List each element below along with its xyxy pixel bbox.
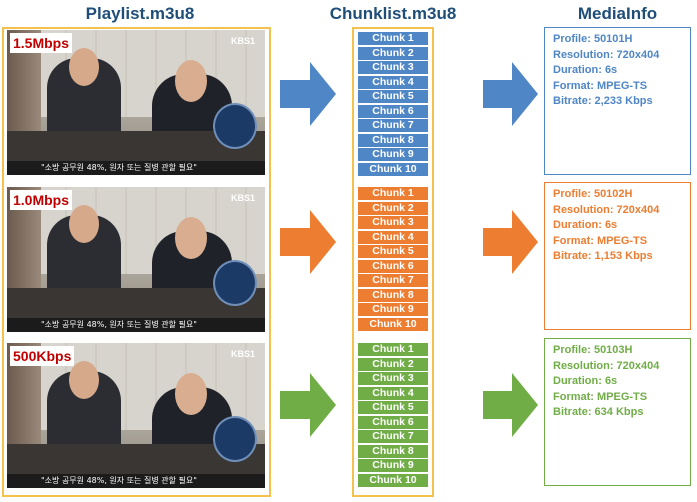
info-bitrate: Bitrate: 1,153 Kbps (553, 250, 653, 262)
chunk-item: Chunk 1 (358, 187, 428, 200)
info-resolution: Resolution: 720x404 (553, 48, 660, 61)
info-profile: Profile: 50101H (553, 33, 633, 45)
arrow-shape (483, 62, 538, 126)
video-thumbnail-1: KBS1 "소방 공무원 48%, 원자 또는 질병 관할 필요" 1.5Mbp… (7, 30, 265, 175)
playlist-title: Playlist.m3u8 (85, 4, 195, 23)
chunk-item: Chunk 2 (358, 46, 428, 60)
info-duration: Duration: 6s (553, 64, 618, 76)
sign-language-inset (213, 416, 257, 462)
chunk-item: Chunk 3 (358, 216, 428, 229)
person-left-head (69, 361, 99, 399)
arrow-shape (483, 373, 538, 437)
person-right-head (175, 217, 207, 259)
person-left-head (69, 205, 99, 243)
flow-arrow-3-right (483, 373, 538, 437)
sign-language-inset (213, 260, 257, 306)
chunk-item: Chunk 6 (358, 259, 428, 273)
info-format: Format: MPEG-TS (553, 234, 648, 247)
chunk-item: Chunk 9 (358, 459, 428, 472)
chunk-item: Chunk 7 (358, 274, 428, 287)
chunk-item: Chunk 10 (358, 317, 428, 331)
chunk-item: Chunk 8 (358, 288, 428, 302)
chunk-item: Chunk 10 (358, 162, 428, 176)
arrow-shape (483, 210, 538, 274)
chunk-item: Chunk 2 (358, 201, 428, 215)
chunk-item: Chunk 5 (358, 401, 428, 414)
video-caption: "소방 공무원 48%, 원자 또는 질병 관할 필요" (7, 161, 265, 175)
chunk-item: Chunk 8 (358, 444, 428, 458)
info-resolution: Resolution: 720x404 (553, 359, 660, 372)
info-duration: Duration: 6s (553, 375, 618, 387)
chunk-item: Chunk 5 (358, 245, 428, 258)
chunk-item: Chunk 8 (358, 133, 428, 147)
channel-logo: KBS1 (230, 193, 255, 203)
info-resolution: Resolution: 720x404 (553, 203, 660, 216)
chunk-item: Chunk 6 (358, 104, 428, 118)
bitrate-badge: 500Kbps (10, 346, 75, 366)
chunklist-title: Chunklist.m3u8 (329, 4, 457, 23)
chunk-item: Chunk 3 (358, 61, 428, 74)
video-caption: "소방 공무원 48%, 원자 또는 질병 관할 필요" (7, 318, 265, 332)
chunk-item: Chunk 4 (358, 386, 428, 400)
info-format: Format: MPEG-TS (553, 79, 648, 92)
arrow-shape (280, 373, 336, 437)
mediainfo-title: MediaInfo (577, 4, 658, 23)
bitrate-badge: 1.5Mbps (10, 33, 73, 53)
chunk-item: Chunk 10 (358, 473, 428, 487)
video-thumbnail-3: KBS1 "소방 공무원 48%, 원자 또는 질병 관할 필요" 500Kbp… (7, 343, 265, 488)
channel-logo: KBS1 (230, 349, 255, 359)
info-format: Format: MPEG-TS (553, 390, 648, 403)
flow-arrow-1-right (483, 62, 538, 126)
chunklist-panel (352, 27, 434, 497)
arrow-shape (280, 62, 336, 126)
info-bitrate: Bitrate: 634 Kbps (553, 406, 644, 418)
info-profile: Profile: 50102H (553, 188, 633, 200)
video-thumbnail-2: KBS1 "소방 공무원 48%, 원자 또는 질병 관할 필요" 1.0Mbp… (7, 187, 265, 332)
chunk-item: Chunk 6 (358, 415, 428, 429)
video-caption: "소방 공무원 48%, 원자 또는 질병 관할 필요" (7, 474, 265, 488)
chunk-item: Chunk 9 (358, 148, 428, 161)
flow-arrow-3-left (280, 373, 336, 437)
flow-arrow-2-right (483, 210, 538, 274)
chunk-item: Chunk 2 (358, 357, 428, 371)
arrow-shape (280, 210, 336, 274)
channel-logo: KBS1 (230, 36, 255, 46)
chunk-item: Chunk 5 (358, 90, 428, 103)
info-profile: Profile: 50103H (553, 344, 633, 356)
chunk-item: Chunk 3 (358, 372, 428, 385)
person-right-head (175, 373, 207, 415)
chunk-item: Chunk 9 (358, 303, 428, 316)
person-right-head (175, 60, 207, 102)
chunk-item: Chunk 1 (358, 32, 428, 45)
chunk-item: Chunk 7 (358, 430, 428, 443)
chunk-item: Chunk 1 (358, 343, 428, 356)
sign-language-inset (213, 103, 257, 149)
info-bitrate: Bitrate: 2,233 Kbps (553, 95, 653, 107)
chunk-item: Chunk 4 (358, 230, 428, 244)
chunk-item: Chunk 4 (358, 75, 428, 89)
info-duration: Duration: 6s (553, 219, 618, 231)
chunk-item: Chunk 7 (358, 119, 428, 132)
flow-arrow-2-left (280, 210, 336, 274)
person-left-head (69, 48, 99, 86)
playlist-panel (2, 27, 271, 497)
bitrate-badge: 1.0Mbps (10, 190, 73, 210)
flow-arrow-1-left (280, 62, 336, 126)
